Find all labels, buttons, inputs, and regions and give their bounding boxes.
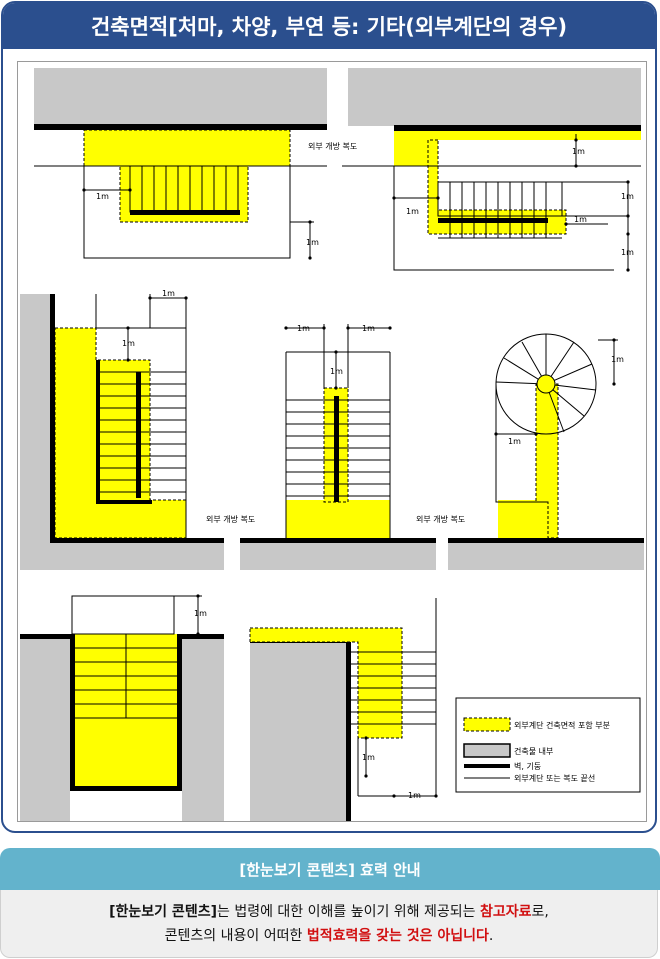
page-title: 건축면적[처마, 차양, 부연 등: 기타(외부계단의 경우) xyxy=(3,3,655,49)
panel-1: 1m 1m 외부 개방 복도 xyxy=(34,68,357,260)
svg-text:1m: 1m xyxy=(96,192,109,201)
panel-3: 1m 1m 외부 개방 복도 xyxy=(20,289,255,570)
notice-heading: [한눈보기 콘텐츠] 효력 안내 xyxy=(0,848,660,890)
panel-4: 1m 1m 1m 외부 개방 복도 xyxy=(240,324,465,570)
svg-text:외부 개방 복도: 외부 개방 복도 xyxy=(416,514,465,524)
svg-text:1m: 1m xyxy=(621,192,634,201)
svg-text:1m: 1m xyxy=(362,324,375,333)
svg-text:외부 개방 복도: 외부 개방 복도 xyxy=(308,141,357,151)
svg-text:외부계단 건축면적 포함 부분: 외부계단 건축면적 포함 부분 xyxy=(514,720,610,730)
svg-text:1m: 1m xyxy=(406,207,419,216)
svg-text:1m: 1m xyxy=(297,324,310,333)
panel-2: 1m 1m 1m 1m 1m xyxy=(342,68,641,272)
svg-text:건축물 내부: 건축물 내부 xyxy=(514,746,553,756)
svg-text:1m: 1m xyxy=(306,238,319,247)
svg-text:1m: 1m xyxy=(508,437,521,446)
svg-text:벽, 기둥: 벽, 기둥 xyxy=(514,761,541,771)
notice-body: [한눈보기 콘텐츠]는 법령에 대한 이해를 높이기 위해 제공되는 참고자료로… xyxy=(0,890,658,958)
svg-text:외부계단 또는 복도 끝선: 외부계단 또는 복도 끝선 xyxy=(514,773,595,783)
svg-text:1m: 1m xyxy=(362,753,375,762)
legend: 외부계단 건축면적 포함 부분 건축물 내부 벽, 기둥 외부계단 또는 복도 … xyxy=(455,697,641,793)
diagram-area: 1m 1m 외부 개방 복도 xyxy=(17,61,647,822)
main-panel: 건축면적[처마, 차양, 부연 등: 기타(외부계단의 경우) xyxy=(1,1,657,833)
panel-5: 1m 1m xyxy=(448,333,644,570)
svg-text:외부 개방 복도: 외부 개방 복도 xyxy=(206,514,255,524)
svg-text:1m: 1m xyxy=(122,339,135,348)
svg-text:1m: 1m xyxy=(574,215,587,224)
svg-text:1m: 1m xyxy=(162,289,175,298)
svg-text:1m: 1m xyxy=(194,609,207,618)
panel-6: 1m xyxy=(20,594,224,822)
stair-diagram: 1m 1m 외부 개방 복도 xyxy=(20,68,644,822)
svg-text:1m: 1m xyxy=(621,248,634,257)
svg-text:1m: 1m xyxy=(611,355,624,364)
svg-text:1m: 1m xyxy=(572,147,585,156)
svg-text:1m: 1m xyxy=(408,791,421,800)
svg-text:1m: 1m xyxy=(330,367,343,376)
panel-7: 1m 1m xyxy=(249,598,438,822)
